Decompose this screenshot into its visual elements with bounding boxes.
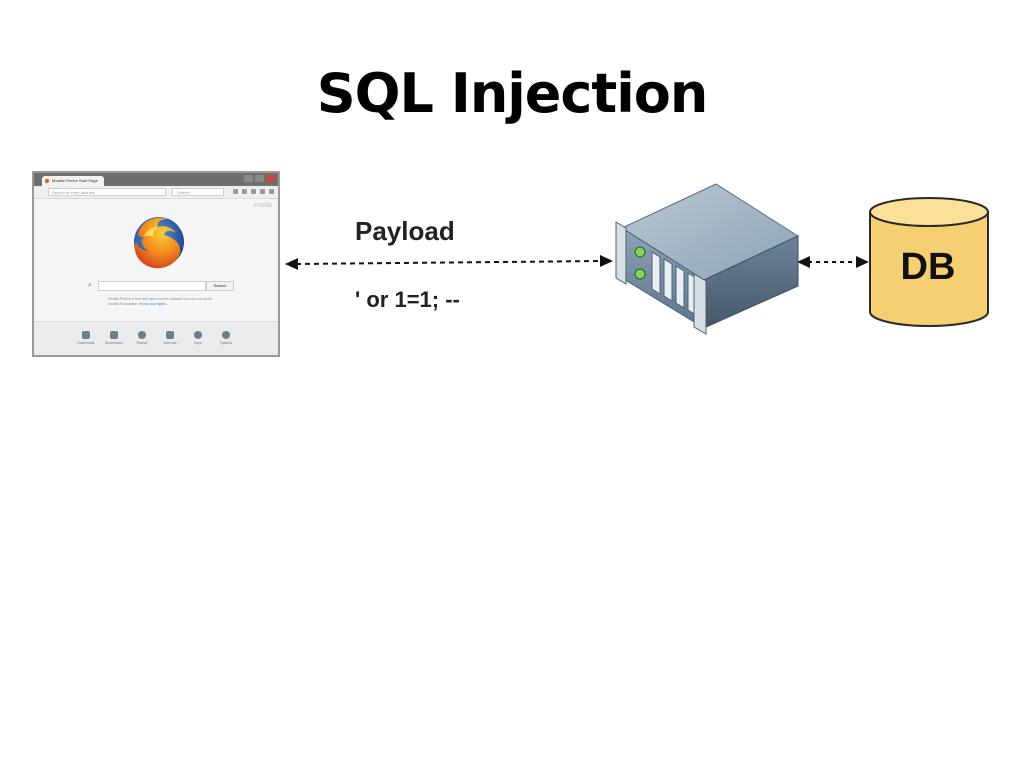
launcher-label: History xyxy=(136,341,148,345)
gear-icon xyxy=(222,331,230,339)
sync-icon xyxy=(194,331,202,339)
launcher-downloads: Downloads xyxy=(72,331,100,345)
launcher-history: History xyxy=(128,331,156,345)
home-icon xyxy=(260,189,265,194)
browser-search-bar: Search xyxy=(172,188,224,196)
firefox-logo-icon xyxy=(134,217,184,269)
star-icon xyxy=(233,189,238,194)
launcher-sync: Sync xyxy=(184,331,212,345)
launcher-label: Bookmarks xyxy=(105,341,123,345)
db-label: DB xyxy=(900,246,956,288)
launcher-bookmarks: Bookmarks xyxy=(100,331,128,345)
server-db-arrow xyxy=(797,256,869,268)
search-icon: ⌕ xyxy=(88,282,92,289)
window-controls xyxy=(244,175,275,182)
browser-tab: Mozilla Firefox Start Page xyxy=(42,176,104,186)
browser-server-arrow xyxy=(285,255,613,270)
bookmark-star-icon xyxy=(110,331,118,339)
launcher-label: Downloads xyxy=(77,341,95,345)
launcher-options: Options xyxy=(212,331,240,345)
launcher-label: Sync xyxy=(194,341,202,345)
browser-tab-bar: Mozilla Firefox Start Page xyxy=(34,173,278,186)
browser-nav-bar: Search or enter address Search xyxy=(34,186,278,199)
puzzle-icon xyxy=(166,331,174,339)
start-page-snippet: Mozilla Firefox is free and open source … xyxy=(108,297,218,307)
launcher-label: Add-ons xyxy=(163,341,177,345)
server-icon xyxy=(615,183,800,335)
slide-title: SQL Injection xyxy=(316,62,709,125)
start-page-search: ⌕ Search xyxy=(88,281,234,291)
database-icon xyxy=(869,197,989,327)
start-page-search-button: Search xyxy=(206,281,234,291)
minimize-icon xyxy=(244,175,253,182)
payload-code: ' or 1=1; -- xyxy=(355,287,460,312)
download-icon xyxy=(251,189,256,194)
browser-window-illustration: Mozilla Firefox Start Page Search or ent… xyxy=(32,171,280,357)
reading-list-icon xyxy=(242,189,247,194)
snippet-link: Know your rights... xyxy=(139,302,169,306)
start-page-launcher: Downloads Bookmarks History Add-ons Sync… xyxy=(34,321,278,355)
close-icon xyxy=(266,175,275,182)
download-icon xyxy=(82,331,90,339)
launcher-label: Options xyxy=(219,341,233,345)
launcher-addons: Add-ons xyxy=(156,331,184,345)
payload-label: Payload xyxy=(355,216,455,246)
menu-icon xyxy=(269,189,274,194)
maximize-icon xyxy=(255,175,264,182)
firefox-tab-icon xyxy=(45,179,49,183)
start-page-search-field xyxy=(98,281,206,291)
clock-icon xyxy=(138,331,146,339)
browser-tab-title: Mozilla Firefox Start Page xyxy=(52,178,98,183)
snippet-text: Mozilla Firefox is free and open source … xyxy=(108,297,212,306)
browser-toolbar-icons xyxy=(233,189,274,194)
mozilla-wordmark: mozilla xyxy=(253,203,272,209)
browser-url-bar: Search or enter address xyxy=(48,188,166,196)
